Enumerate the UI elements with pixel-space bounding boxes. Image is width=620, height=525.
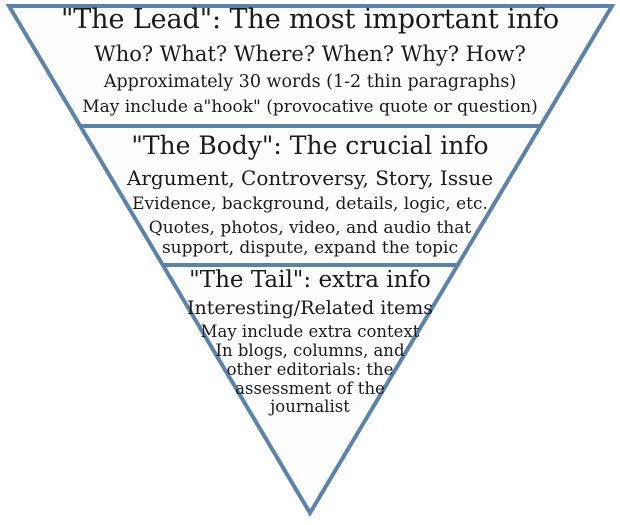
- lead-section-title: "The Lead": The most important info: [60, 4, 560, 35]
- tail-line-3: In blogs, columns, and: [215, 341, 405, 360]
- tail-line-1: Interesting/Related items: [187, 297, 433, 319]
- tail-line-4: other editorials: the: [226, 360, 394, 379]
- body-line-1: Argument, Controversy, Story, Issue: [126, 166, 494, 190]
- pyramid-outline: [5, 3, 616, 517]
- body-line-3: Quotes, photos, video, and audio that: [148, 218, 472, 238]
- tail-section-title: "The Tail": extra info: [189, 267, 431, 293]
- tail-line-6: journalist: [270, 397, 350, 416]
- lead-line-2: Approximately 30 words (1-2 thin paragra…: [103, 72, 517, 92]
- lead-line-3: May include a"hook" (provocative quote o…: [82, 97, 538, 117]
- body-section-title: "The Body": The crucial info: [131, 131, 489, 160]
- lead-line-1: Who? What? Where? When? Why? How?: [94, 42, 526, 66]
- body-line-4: support, dispute, expand the topic: [161, 238, 459, 258]
- tail-line-2: May include extra context: [200, 322, 420, 341]
- tail-line-5: assessment of the: [235, 379, 385, 398]
- body-line-2: Evidence, background, details, logic, et…: [132, 194, 488, 214]
